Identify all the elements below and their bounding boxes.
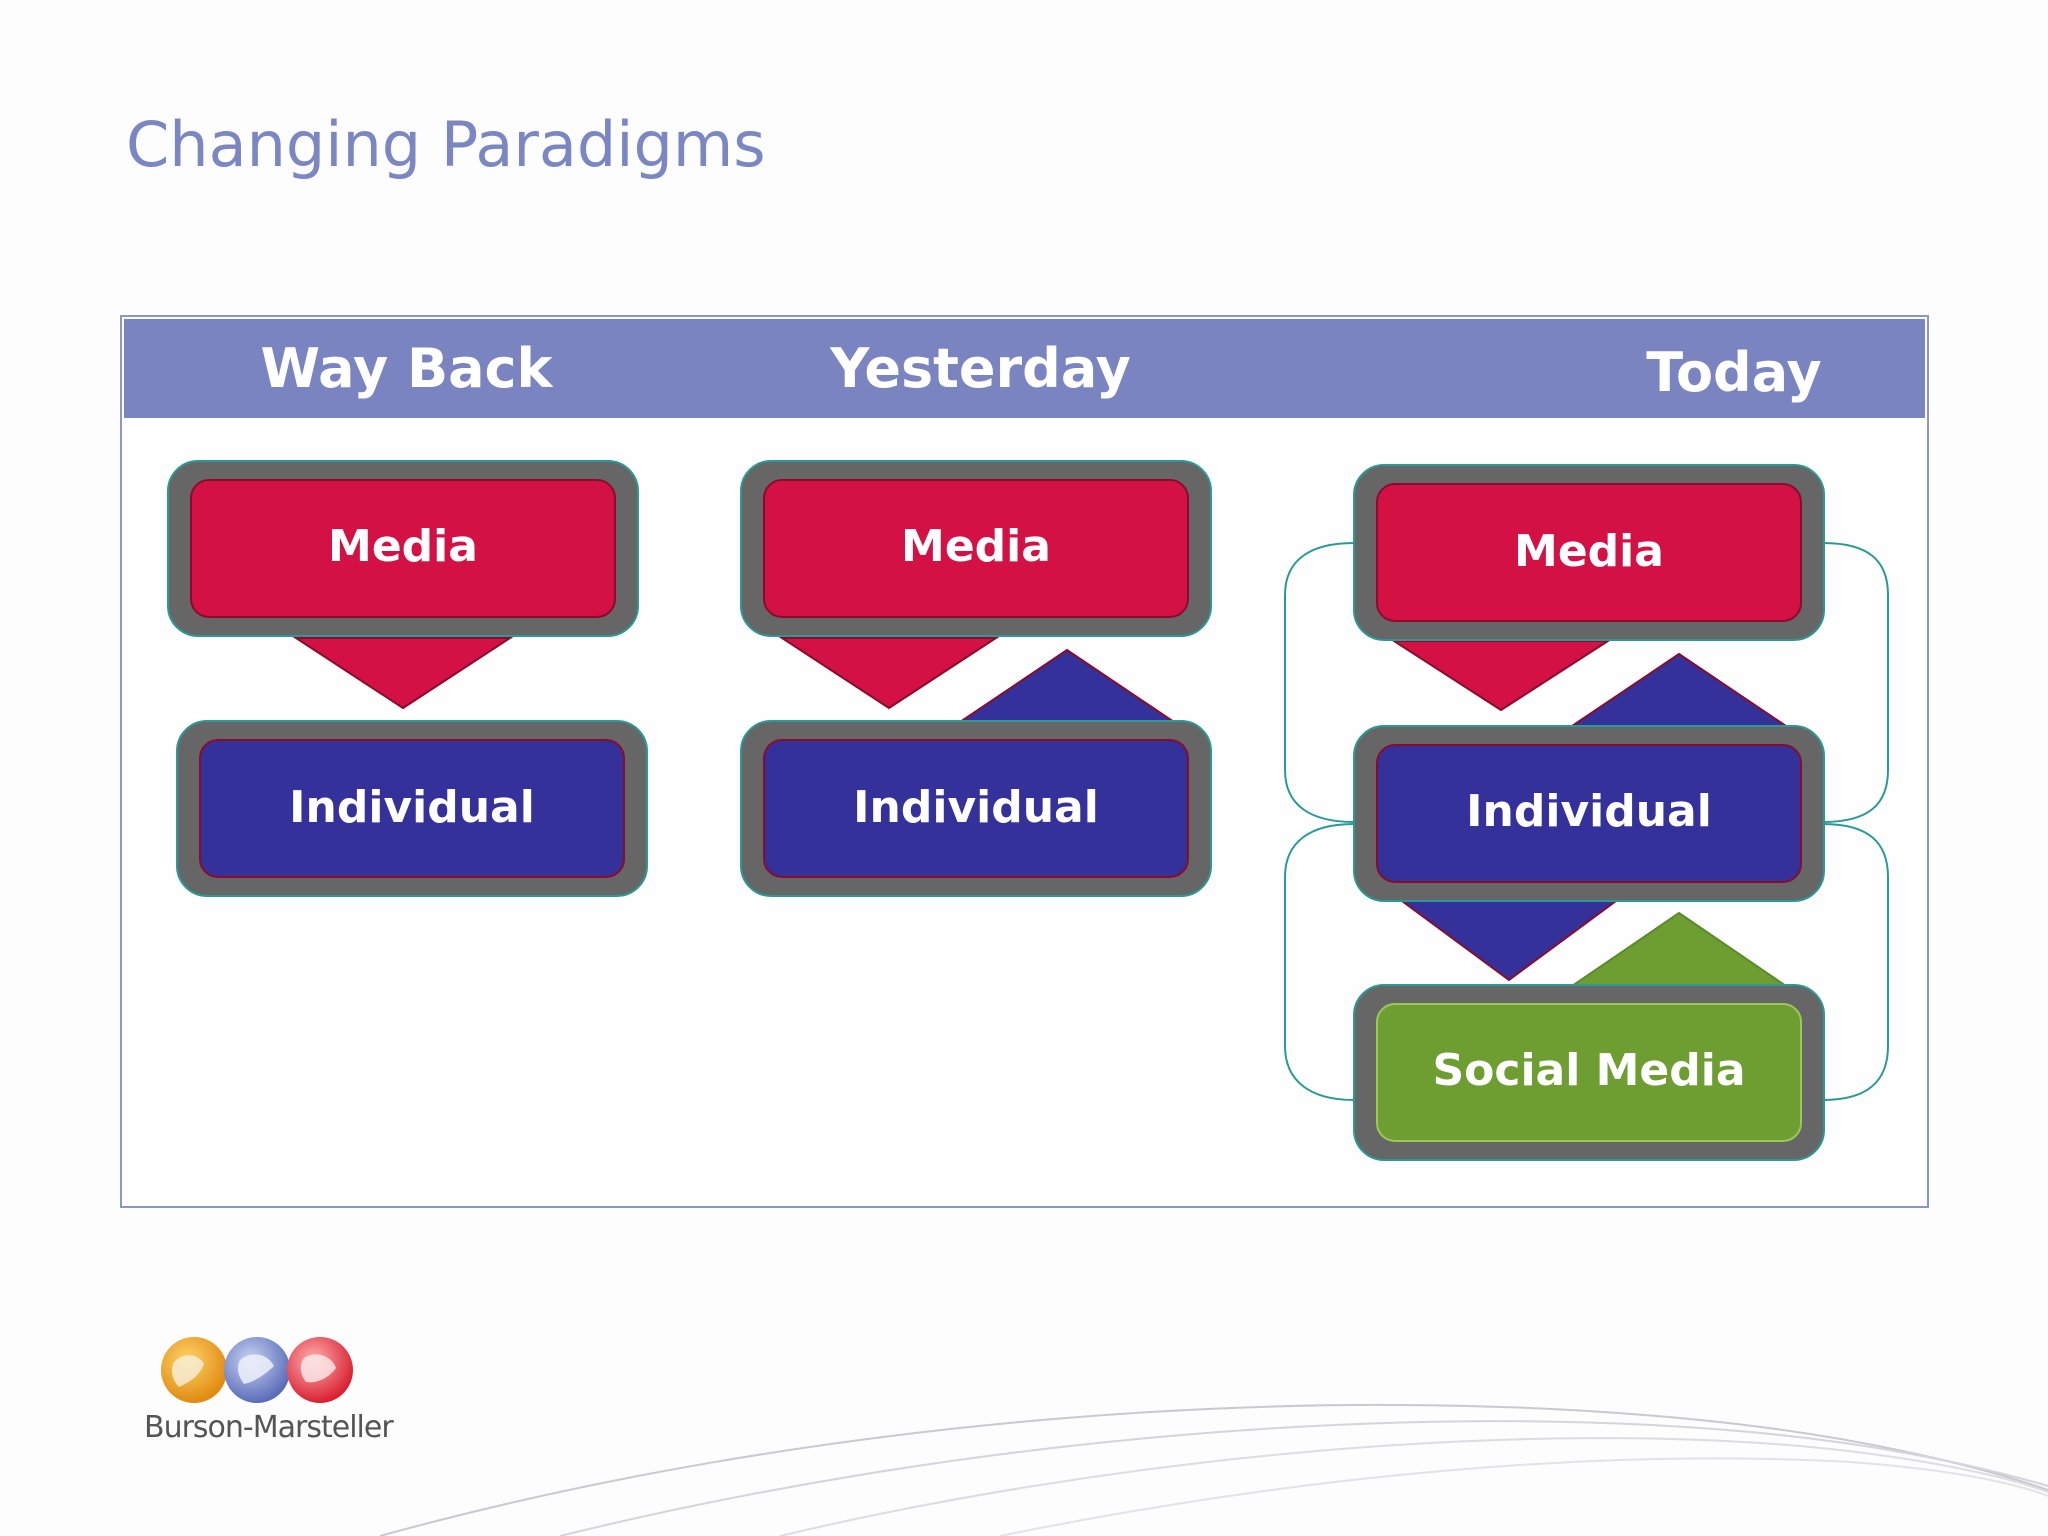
yesterday-flow: Media Individual [740, 460, 1212, 897]
way-back-flow: Media Individual [167, 460, 648, 897]
individual-box-label: Individual [1466, 786, 1712, 837]
media-box [190, 479, 616, 618]
social-media-box-label: Social Media [1432, 1045, 1745, 1096]
connector-right-individual-social [1822, 823, 1889, 1101]
individual-box [199, 739, 625, 878]
column-heading-yesterday: Yesterday [830, 337, 1131, 400]
media-box-label: Media [901, 521, 1051, 572]
media-box-label: Media [1514, 526, 1664, 577]
media-box [1376, 483, 1802, 622]
social-media-box [1376, 1003, 1802, 1142]
column-heading-way-back: Way Back [260, 337, 553, 400]
individual-box [1376, 744, 1802, 883]
arrow-up-individual-to-media [1568, 652, 1790, 727]
arrow-down-media-to-individual [778, 637, 1000, 710]
individual-box [763, 739, 1189, 878]
connector-left-individual-social [1284, 823, 1355, 1101]
media-box [763, 479, 1189, 618]
header-band: Way Back Yesterday Today [124, 319, 1925, 418]
connector-left-media-individual [1284, 542, 1355, 823]
burson-marsteller-logo [161, 1337, 353, 1403]
arrow-up-social-to-individual [1568, 911, 1790, 987]
arrow-down-individual-to-social [1398, 900, 1620, 982]
media-box-label: Media [328, 521, 478, 572]
slide-title: Changing Paradigms [126, 108, 766, 181]
arrow-down-media-to-individual [1390, 640, 1612, 712]
arrow-down-media-to-individual [292, 637, 514, 710]
individual-box-label: Individual [289, 782, 535, 833]
arrow-up-individual-to-media [956, 648, 1178, 723]
individual-box-label: Individual [853, 782, 1099, 833]
today-flow: Media Individual Social Media [1284, 464, 1889, 1161]
logo-wordmark: Burson-Marsteller [144, 1410, 394, 1445]
column-heading-today: Today [1646, 341, 1822, 404]
connector-right-media-individual [1822, 542, 1889, 823]
